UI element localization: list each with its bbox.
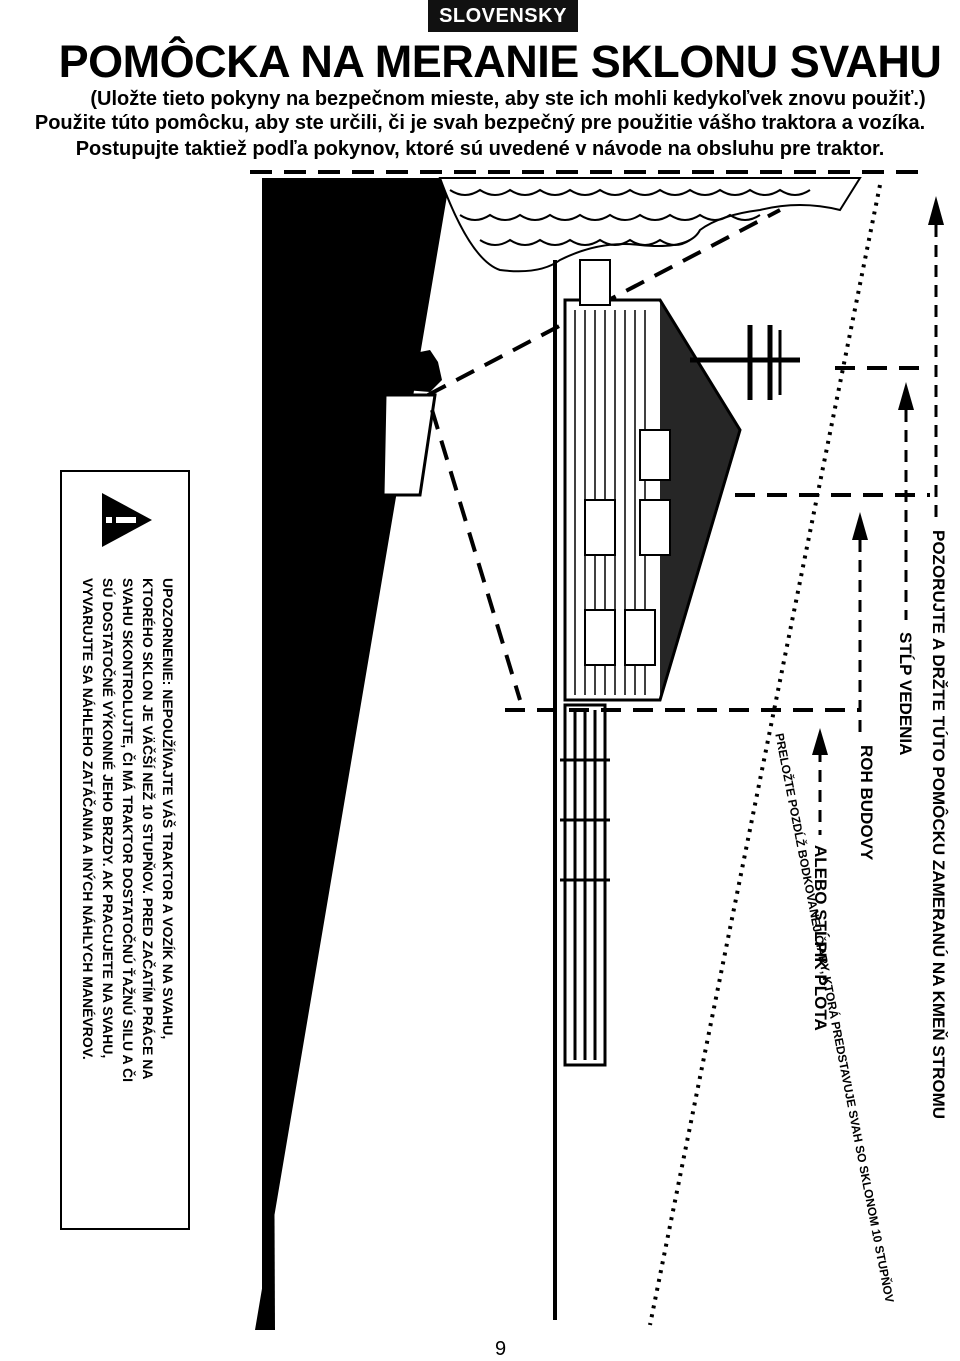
- intro-line-2: Použite túto pomôcku, aby ste určili, či…: [34, 112, 926, 134]
- warning-line-2: KTORÉHO SKLON JE VÄČŠÍ NEŽ 10 STUPŇOV. P…: [140, 578, 156, 1080]
- label-pole: STĹP VEDENIA: [896, 632, 915, 756]
- tree: [438, 177, 862, 273]
- warning-line-4: SÚ DOSTATOČNÉ VÝKONNÉ JEHO BRZDY. AK PRA…: [100, 578, 116, 1059]
- language-tab: SLOVENSKY: [428, 0, 578, 32]
- warning-line-1: UPOZORNENIE: NEPOUŽÍVAJTE VÁŠ TRAKTOR A …: [160, 578, 176, 1040]
- warning-triangle-icon: [102, 493, 152, 547]
- sight-line: [430, 409, 522, 701]
- page-number: 9: [495, 1338, 507, 1360]
- person-silhouette: [268, 335, 442, 497]
- page-title: POMÔCKA NA MERANIE SKLONU SVAHU: [58, 36, 942, 87]
- intro-line-3: Postupujte taktiež podľa pokynov, ktoré …: [75, 138, 885, 160]
- warning-box: [60, 470, 190, 1230]
- utility-pole: [690, 325, 800, 400]
- label-building: ROH BUDOVY: [857, 745, 876, 861]
- warning-line-3: SVAHU SKONTROLUJTE, ČI MÁ TRAKTOR DOSTAT…: [120, 578, 136, 1082]
- intro-line-1: (Uložte tieto pokyny na bezpečnom mieste…: [90, 88, 926, 110]
- angle-label: 10°: [316, 565, 335, 591]
- label-tree: POZORUJTE A DRŽTE TÚTO POMÔCKU ZAMERANÚ …: [929, 530, 948, 1120]
- fence: [560, 703, 610, 1067]
- warning-line-5: VYVARUJTE SA NÁHLEHO ZATÁČANIA A INÝCH N…: [80, 578, 96, 1060]
- building: [563, 259, 742, 702]
